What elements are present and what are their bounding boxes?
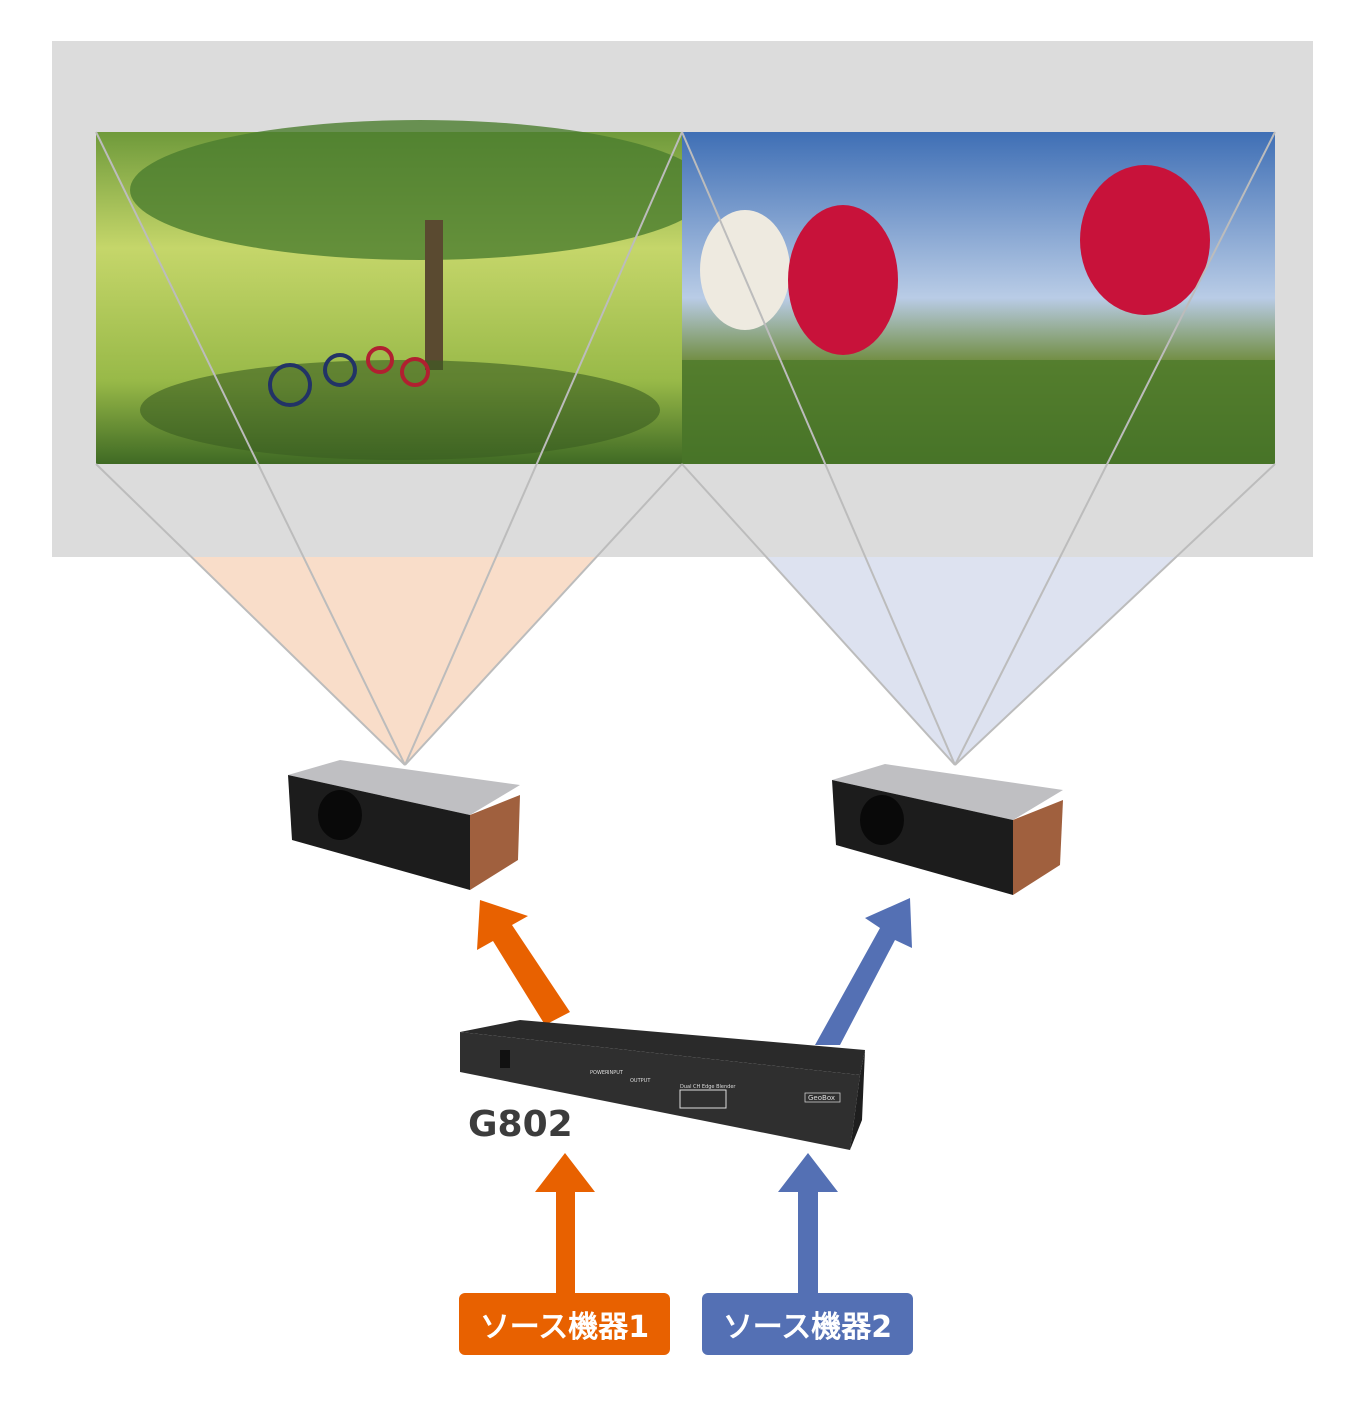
arrow-to-projector-1: [477, 900, 570, 1025]
source-1-label: ソース機器1: [459, 1293, 670, 1355]
bicycle-wheel: [268, 363, 312, 407]
svg-text:GeoBox: GeoBox: [808, 1094, 835, 1102]
svg-text:POWER: POWER: [590, 1070, 609, 1076]
svg-text:Dual CH Edge Blender: Dual CH Edge Blender: [680, 1084, 736, 1090]
arrow-source-1: [535, 1153, 595, 1293]
bicycle-wheel: [400, 357, 430, 387]
tree-shadow: [140, 360, 660, 460]
projection-rays: [95, 131, 1276, 766]
tulip-field: [682, 360, 1275, 464]
tulip-white: [700, 210, 790, 330]
arrow-to-projector-2: [815, 898, 912, 1045]
g802-device: POWER INPUT OUTPUT Dual CH Edge Blender …: [460, 1020, 865, 1150]
bicycle-wheel: [366, 346, 394, 374]
projector-1: [288, 760, 520, 890]
arrow-source-2: [778, 1153, 838, 1293]
tulip-red: [788, 205, 898, 355]
bicycle-wheel: [323, 353, 357, 387]
tree-trunk: [425, 220, 443, 370]
tulip-red: [1080, 165, 1210, 315]
projector-2: [832, 764, 1063, 895]
svg-text:OUTPUT: OUTPUT: [630, 1078, 651, 1084]
power-switch: [500, 1050, 510, 1068]
source-2-label: ソース機器2: [702, 1293, 913, 1355]
svg-text:INPUT: INPUT: [608, 1070, 624, 1076]
model-label: G802: [468, 1104, 573, 1145]
tree-canopy: [130, 120, 710, 260]
